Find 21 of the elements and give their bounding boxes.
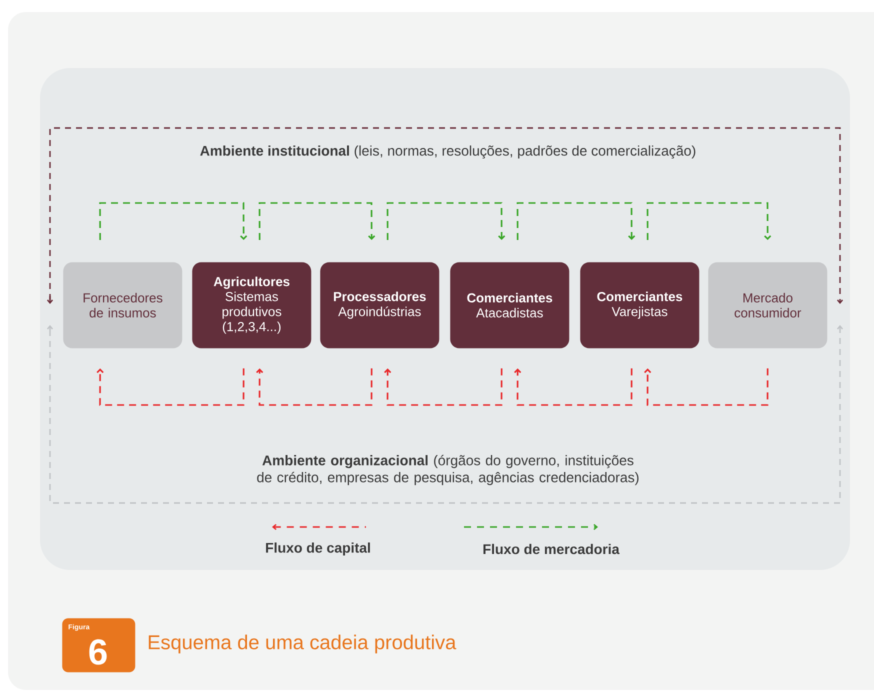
actor-box: Mercado consumidor <box>708 262 828 348</box>
legend-label: Fluxo de mercadoria <box>483 544 620 554</box>
process-box: Processadores Agroindústrias <box>320 262 440 348</box>
arrow <box>514 368 632 406</box>
arrow <box>96 368 244 406</box>
note: Ambiente organizacional (órgãos do governo, instituições de crédito, empresas de pesquisa, agências credenciadoras) <box>257 454 638 486</box>
arrow <box>644 368 768 406</box>
arrow <box>256 368 372 406</box>
arrow <box>646 202 772 240</box>
arrow <box>258 202 376 240</box>
actor-box: Fornecedores de insumos <box>63 262 182 348</box>
arrow <box>99 202 248 240</box>
arrow <box>384 368 502 406</box>
note: Ambiente institucional (leis, normas, resoluções, padrões de comercialização) <box>200 145 696 159</box>
process-box: Agricultores Sistemas produtivos (1,2,3,4...) <box>192 262 312 348</box>
caption: Esquema de uma cadeia produtiva <box>148 634 456 654</box>
arrow <box>516 202 636 240</box>
arrow <box>386 202 506 240</box>
process-box: Comerciantes Varejistas <box>580 262 700 348</box>
process-box: Comerciantes Atacadistas <box>450 262 570 348</box>
legend-label: Fluxo de capital <box>266 542 370 556</box>
